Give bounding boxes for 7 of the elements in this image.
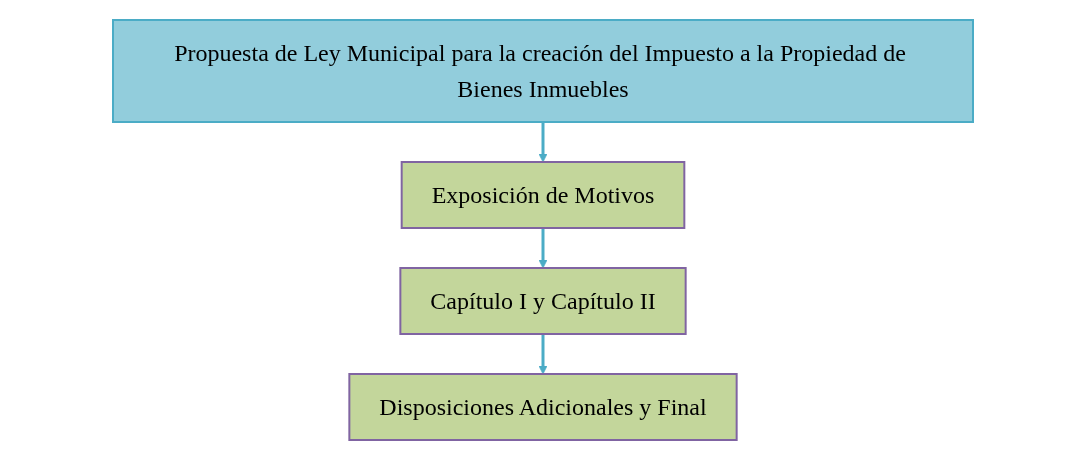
node-box: Disposiciones Adicionales y Final (347, 372, 738, 441)
arrow (538, 121, 547, 162)
node-box: Capítulo I y Capítulo II (398, 266, 687, 335)
arrow (538, 333, 547, 374)
node-box: Exposición de Motivos (400, 160, 685, 229)
arrow (538, 227, 547, 268)
node-box: Propuesta de Ley Municipal para la creación del Impuesto a la Propiedad de Bienes Inmuebles (111, 18, 974, 123)
